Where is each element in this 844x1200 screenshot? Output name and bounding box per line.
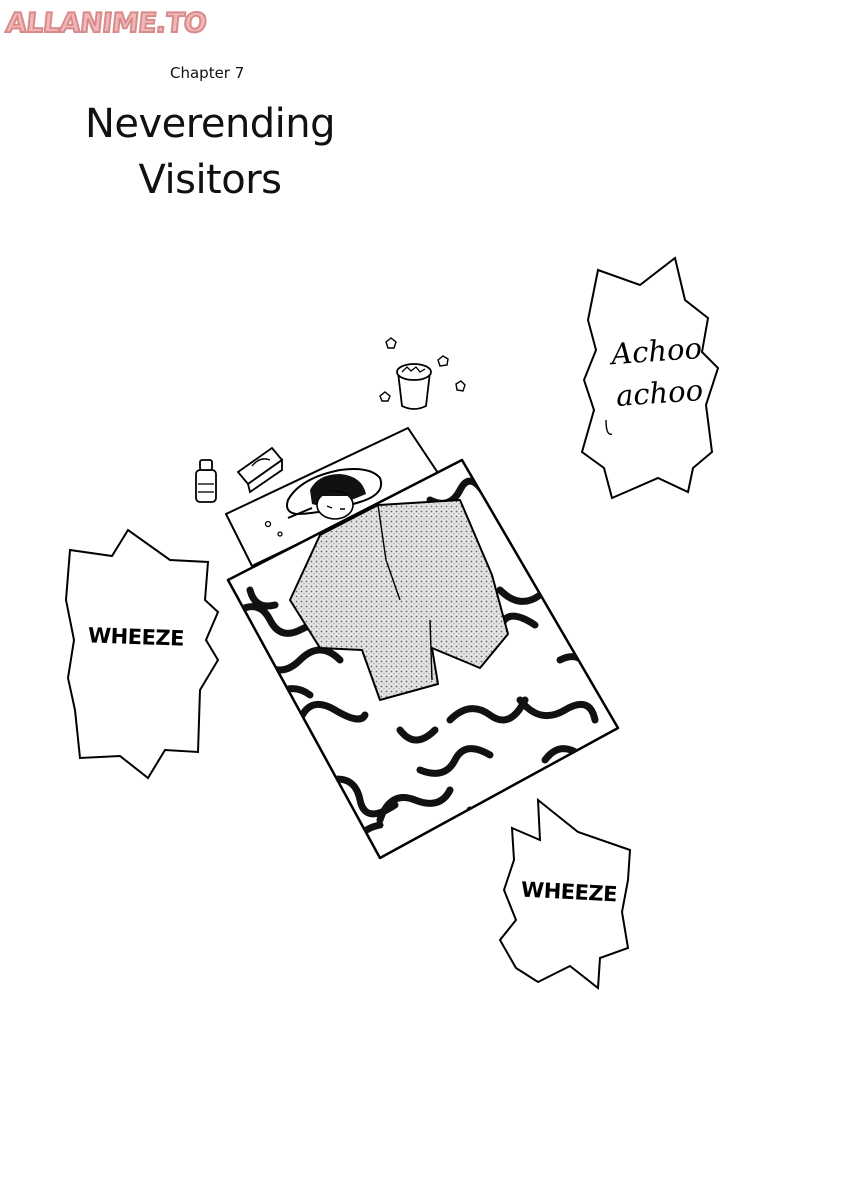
tissue-box <box>236 446 284 494</box>
chapter-title-line-2: Visitors <box>138 157 283 203</box>
wheeze-bubble-left <box>64 528 220 780</box>
wheeze-bubble-bottom <box>498 797 632 990</box>
sfx-achoo: Achoo achoo <box>595 326 721 418</box>
chapter-title: Neverending Visitors <box>70 96 350 208</box>
water-bottle <box>195 459 217 503</box>
sfx-achoo-line-2: achoo <box>614 372 705 413</box>
chapter-label: Chapter 7 <box>170 64 245 82</box>
achoo-bubble <box>580 256 720 500</box>
sleeping-girl-head <box>310 474 366 520</box>
chapter-title-line-1: Neverending <box>84 101 336 147</box>
thermometer <box>287 507 313 519</box>
crumpled-tissues <box>379 337 466 402</box>
dotted-haori-blanket <box>289 499 509 701</box>
trash-bin <box>396 363 432 410</box>
sfx-wheeze-left: WHEEZE <box>87 623 185 651</box>
